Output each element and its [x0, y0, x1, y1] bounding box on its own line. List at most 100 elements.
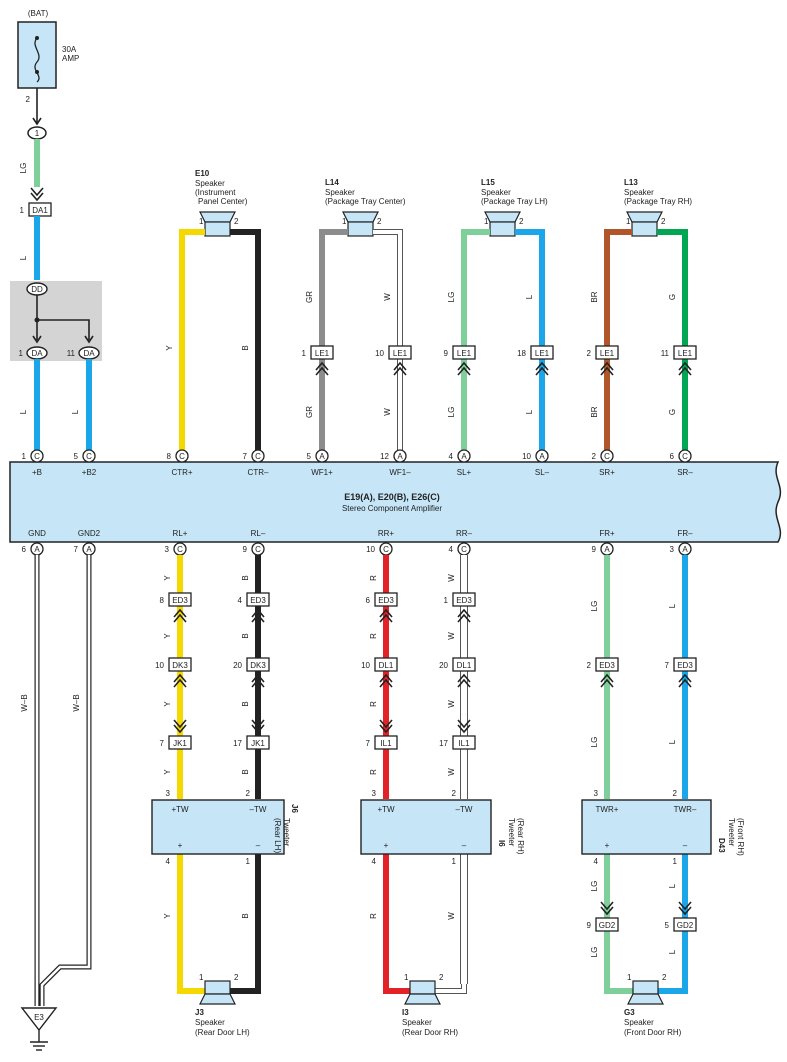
terminal-conn: C: [682, 452, 688, 461]
speaker-icon: [409, 980, 436, 995]
terminal-label: SR+: [599, 468, 615, 477]
connector-box: [168, 592, 192, 607]
terminal-label: RR–: [456, 529, 473, 538]
tweeter-out-pos: +: [384, 841, 389, 850]
connector-box: [168, 735, 192, 750]
speaker-i3: 1 2 I3 Speaker (Rear Door RH): [383, 973, 467, 1037]
connector-pin: 6: [366, 596, 371, 605]
double-arrow-icon: [379, 719, 393, 734]
wire-w: [461, 555, 467, 799]
power-source: (BAT) 30A AMP 2 1: [17, 9, 79, 140]
wire-label-r: R: [369, 769, 378, 775]
wire-l: [515, 229, 545, 451]
terminal-pin: 7: [74, 545, 79, 554]
arrow-icon: [84, 335, 94, 344]
terminal-label: GND2: [78, 529, 101, 538]
wire-lg: [604, 984, 633, 994]
connector-pin: 2: [587, 349, 592, 358]
wire-w-outline: [373, 229, 403, 451]
wire-label-b: B: [241, 701, 250, 706]
connector-box: [673, 917, 697, 932]
speaker-label: (Rear Door LH): [195, 1028, 250, 1037]
double-arrow-icon: [251, 608, 265, 623]
terminal-bottom: FR+A9: [592, 529, 615, 556]
double-arrow-icon: [678, 673, 692, 688]
connector-pin: 17: [233, 739, 242, 748]
fuse-pin: 2: [26, 95, 31, 104]
wire-label-w: W: [447, 632, 456, 640]
connector-box: [374, 592, 398, 607]
connector-name: LE1: [535, 349, 550, 358]
wire-label-l: L: [668, 603, 677, 608]
speaker-label: Speaker: [624, 1018, 654, 1027]
wire-y: [177, 984, 205, 994]
terminal-pin: 5: [74, 452, 79, 461]
speaker-pin: 1: [626, 217, 631, 226]
speaker-pin: 2: [377, 217, 382, 226]
speaker-icon: [204, 980, 231, 995]
wire-b: [230, 984, 261, 994]
arrow-icon: [32, 117, 42, 126]
terminal-top: C1+B: [22, 449, 44, 477]
speaker-cone-icon: [404, 993, 441, 1005]
connector-name: LE1: [315, 349, 330, 358]
terminal-label: +B2: [82, 468, 97, 477]
double-arrow-icon: [600, 673, 614, 688]
connector-da-left-pin: 1: [19, 349, 24, 358]
speaker-id: I3: [402, 1008, 409, 1017]
fuse-amp: 30A: [62, 45, 77, 54]
wire-label-gr: GR: [305, 291, 314, 303]
tweeter-in-neg: –TW: [456, 805, 473, 814]
terminal-conn: A: [86, 545, 92, 554]
tweeter-out-neg: –: [256, 841, 261, 850]
connector-box: [595, 917, 619, 932]
double-arrow-icon: [600, 901, 614, 916]
speaker-l15: L15 Speaker (Package Tray LH) 1 2: [481, 178, 548, 237]
tweeter-pin: 1: [452, 857, 457, 866]
jb-trace: [37, 319, 90, 340]
wire-label-lg: LG: [590, 737, 599, 748]
tweeter-j6: 3 2 +TW –TW + – 4 1 J6 Tweeter (Rear LH): [151, 789, 299, 866]
terminal-pin: 10: [366, 545, 375, 554]
speaker-pin: 1: [404, 973, 409, 982]
connector-pin: 8: [160, 596, 165, 605]
tweeter-pin: 1: [246, 857, 251, 866]
tweeter-id: D43: [717, 838, 726, 853]
tweeter-in-neg: TWR–: [674, 805, 697, 814]
tweeter-pin: 3: [372, 789, 377, 798]
wire-w: [461, 854, 467, 984]
connector-box: [673, 657, 697, 672]
double-arrow-icon: [315, 361, 329, 376]
wire-label-b: B: [241, 769, 250, 774]
double-arrow-icon: [600, 361, 614, 376]
terminal-label: RR+: [378, 529, 395, 538]
wire-w: [435, 984, 466, 993]
speaker-pin: 1: [484, 217, 489, 226]
terminal-pin: 8: [167, 452, 172, 461]
connector-name: ED3: [250, 596, 266, 605]
wire-l: [682, 555, 688, 799]
connector-pin: 2: [587, 661, 592, 670]
wire-label-b: B: [241, 345, 250, 350]
speaker-j3: 1 2 J3 Speaker (Rear Door LH): [177, 973, 261, 1037]
connector-pin: 20: [439, 661, 448, 670]
speaker-label: (Package Tray Center): [325, 197, 406, 206]
connector-box: [388, 345, 412, 360]
connector-name: ED3: [172, 596, 188, 605]
connector-pin: 7: [366, 739, 371, 748]
double-arrow-icon: [379, 608, 393, 623]
terminal-label: WF1–: [389, 468, 411, 477]
connector-box: [673, 345, 697, 360]
connector-name: IL1: [380, 739, 392, 748]
connector-box: [374, 657, 398, 672]
connector-name: GD2: [599, 921, 616, 930]
terminal-circle: [251, 449, 265, 463]
terminal-label: FR–: [677, 529, 693, 538]
fuse-icon: [34, 37, 40, 83]
terminal-conn: C: [34, 452, 40, 461]
terminal-circle: [600, 449, 614, 463]
